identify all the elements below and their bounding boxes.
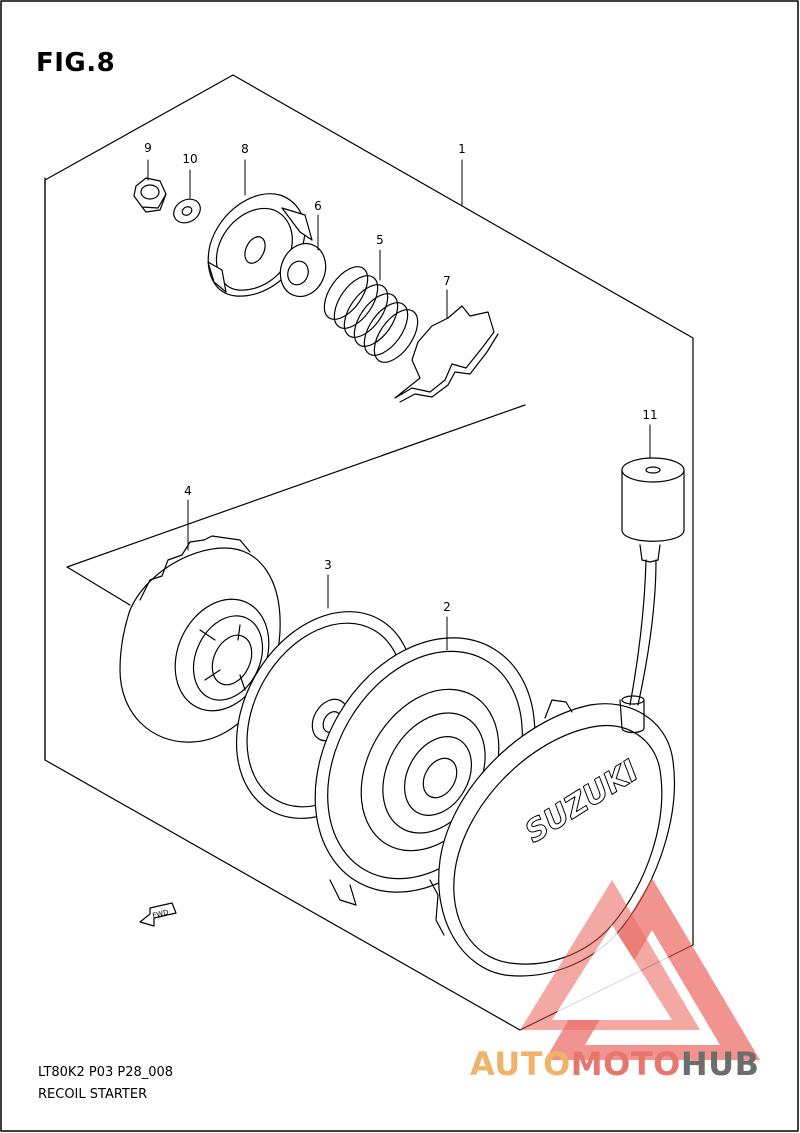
part-11-knob-rope	[621, 457, 685, 706]
callout-8: 8	[241, 142, 249, 156]
part-7-clip	[394, 305, 499, 403]
part-callouts: 9 10 8 6 5 7 1 11 4 3 2	[144, 141, 657, 614]
fwd-marker-label: FWD	[152, 908, 170, 920]
part-5-spring	[323, 266, 419, 363]
leader-lines	[147, 159, 651, 651]
watermark-text: AUTOMOTOHUB	[470, 1045, 760, 1083]
small-parts-group-line	[66, 404, 526, 606]
part-6-washer	[279, 242, 327, 298]
part-9-nut	[133, 177, 167, 213]
watermark-logo	[520, 878, 760, 1060]
callout-1: 1	[458, 142, 466, 156]
callout-6: 6	[314, 199, 322, 213]
fwd-arrow-marker: FWD	[139, 902, 177, 927]
callout-11: 11	[642, 408, 657, 422]
callout-7: 7	[443, 274, 451, 288]
callout-2: 2	[443, 600, 451, 614]
part-4-drive-plate	[119, 535, 281, 743]
part-10-washer	[173, 198, 201, 224]
watermark-hub: HUB	[680, 1045, 760, 1083]
callout-9: 9	[144, 141, 152, 155]
callout-4: 4	[184, 484, 192, 498]
figure-code: LT80K2 P03 P28_008	[38, 1065, 174, 1080]
callout-5: 5	[376, 233, 384, 247]
figure-title: FIG.8	[36, 48, 116, 78]
callout-3: 3	[324, 558, 332, 572]
figure-caption: RECOIL STARTER	[38, 1087, 148, 1102]
callout-10: 10	[182, 152, 197, 166]
watermark-moto: MOTO	[570, 1045, 681, 1083]
watermark-auto: AUTO	[470, 1045, 571, 1083]
